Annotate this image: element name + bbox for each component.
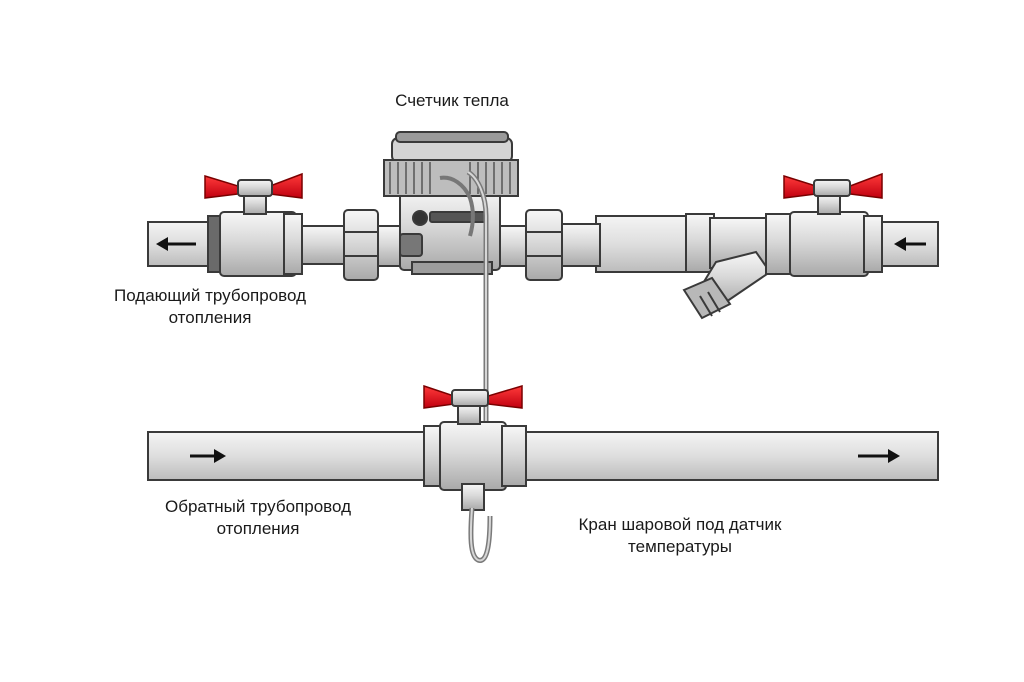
supply-right-ball-valve [765,172,883,277]
supply-left-ball-valve [204,172,303,277]
supply-nipple-left [299,225,349,265]
supply-flow-arrow-right [894,237,926,251]
heat-meter-label-text: Счетчик тепла [395,91,509,110]
return-line-label-line1: Обратный трубопровод [165,497,351,516]
heat-meter-label: Счетчик тепла [352,90,552,112]
supply-flow-arrow-left [156,237,196,251]
heat-meter [377,131,527,275]
return-flow-arrow-right [858,449,900,463]
strainer-filter [682,213,775,320]
sensor-ball-valve [423,384,527,511]
supply-nipple-right [559,223,601,267]
return-line-label: Обратный трубопровод отопления [108,496,408,540]
supply-line-label: Подающий трубопровод отопления [60,285,360,329]
sensor-valve-label-line2: температуры [628,537,732,556]
sensor-valve-label-line1: Кран шаровой под датчик [578,515,782,534]
sensor-valve-label: Кран шаровой под датчик температуры [530,514,830,558]
meter-right-union-nut [525,209,563,281]
meter-left-union-nut [343,209,379,281]
supply-pipe [147,215,939,273]
meter-sensor-wire [439,175,475,237]
supply-line-label-line2: отопления [168,308,252,327]
supply-pipe-middle-segment [595,215,691,273]
return-line-label-line2: отопления [216,519,300,538]
return-pipe [147,431,939,481]
supply-line-label-line1: Подающий трубопровод [113,286,306,305]
return-flow-arrow-left [190,449,226,463]
